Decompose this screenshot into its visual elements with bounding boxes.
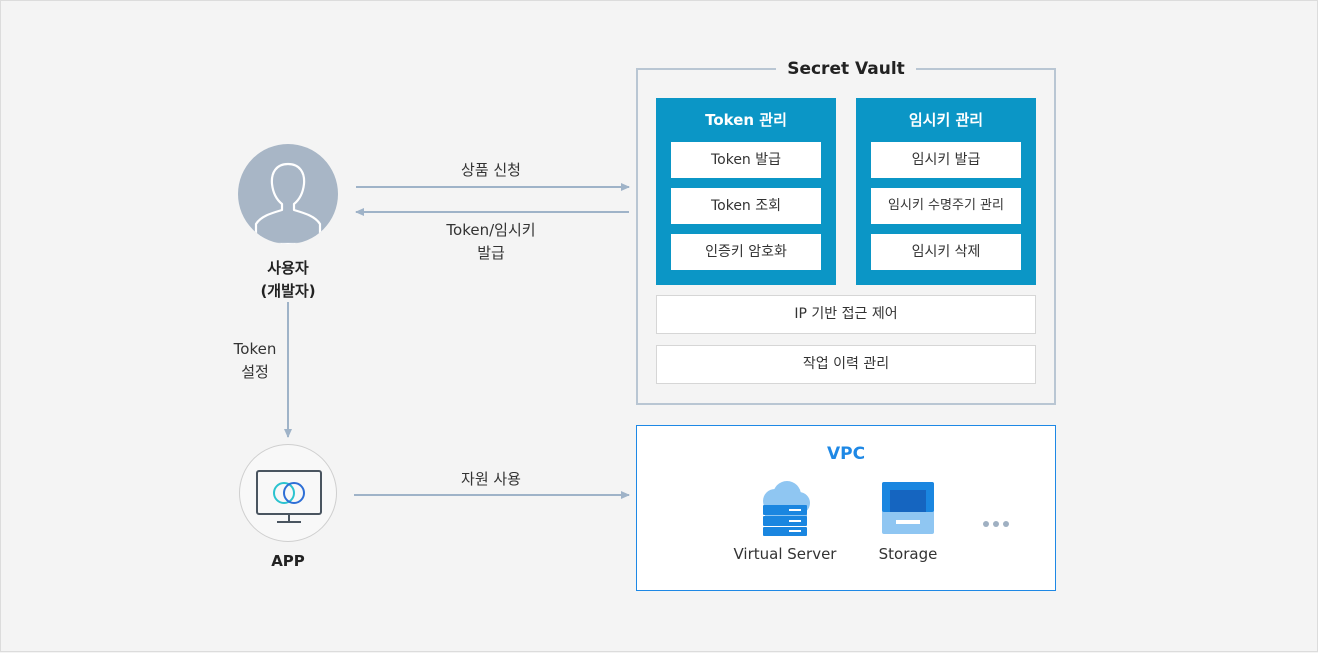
ip-access-control-box: IP 기반 접근 제어 <box>656 295 1036 334</box>
user-label: 사용자 (개발자) <box>260 259 316 300</box>
temp-key-delete-item: 임시키 삭제 <box>871 234 1021 270</box>
secret-vault-title: Secret Vault <box>776 57 916 81</box>
virtual-server-icon <box>763 481 810 536</box>
temp-key-issue-item: 임시키 발급 <box>871 142 1021 178</box>
virtual-server-label: Virtual Server <box>733 545 837 563</box>
app-label: APP <box>271 552 305 570</box>
temp-key-management-panel: 임시키 관리 임시키 발급 임시키 수명주기 관리 임시키 삭제 <box>856 98 1036 285</box>
vpc-title: VPC <box>826 444 866 464</box>
token-issue-item: Token 발급 <box>671 142 821 178</box>
temp-panel-title: 임시키 관리 <box>908 111 984 129</box>
token-panel-title: Token 관리 <box>705 111 787 129</box>
more-icon <box>983 512 1013 531</box>
monitor-icon <box>256 470 322 523</box>
vpc-box <box>636 425 1056 591</box>
token-management-panel: Token 관리 Token 발급 Token 조회 인증키 암호화 <box>656 98 836 285</box>
issue-label: Token/임시키 발급 <box>446 221 536 262</box>
auth-key-encrypt-item: 인증키 암호화 <box>671 234 821 270</box>
apply-label: 상품 신청 <box>461 161 521 179</box>
storage-label: Storage <box>878 545 938 563</box>
user-avatar <box>238 144 338 244</box>
use-resource-label: 자원 사용 <box>461 470 521 488</box>
storage-icon <box>882 482 934 534</box>
temp-key-lifecycle-item: 임시키 수명주기 관리 <box>871 188 1021 224</box>
token-set-label: Token 설정 <box>233 340 277 381</box>
person-icon <box>254 162 322 244</box>
app-node <box>239 444 337 542</box>
token-query-item: Token 조회 <box>671 188 821 224</box>
history-management-box: 작업 이력 관리 <box>656 345 1036 384</box>
